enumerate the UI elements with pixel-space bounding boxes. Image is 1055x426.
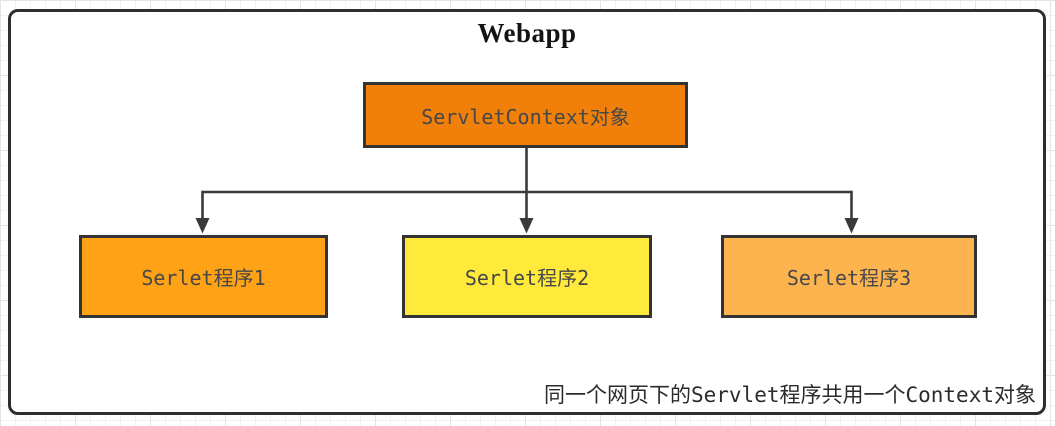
- node-servlet-3-label: Serlet程序3: [786, 266, 912, 290]
- node-servlet-2[interactable]: Serlet程序2: [402, 235, 652, 318]
- diagram-caption: 同一个网页下的Servlet程序共用一个Context对象: [543, 383, 1036, 407]
- webapp-boundary-box[interactable]: [8, 9, 1046, 415]
- diagram-title: Webapp: [477, 18, 577, 48]
- node-servlet-1-label: Serlet程序1: [141, 266, 266, 290]
- node-servlet-1[interactable]: Serlet程序1: [79, 235, 328, 318]
- node-servletcontext-label: ServletContext对象: [421, 104, 630, 129]
- node-servlet-2-label: Serlet程序2: [464, 266, 590, 290]
- node-servlet-3[interactable]: Serlet程序3: [721, 235, 977, 318]
- node-servletcontext[interactable]: ServletContext对象: [363, 82, 688, 148]
